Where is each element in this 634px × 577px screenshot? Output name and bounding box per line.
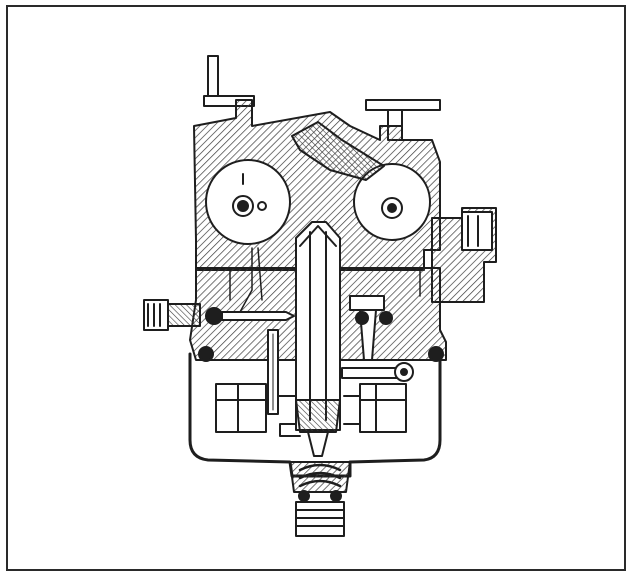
choke-valve bbox=[353, 163, 431, 241]
venturi-tube bbox=[295, 221, 341, 431]
linkage bbox=[291, 121, 385, 181]
float-needle-valve bbox=[341, 295, 414, 382]
jet-tube-left bbox=[267, 329, 279, 415]
gasket-left bbox=[198, 346, 214, 362]
main-jet bbox=[295, 399, 341, 457]
bowl-drain-screw bbox=[289, 461, 351, 537]
fuel-inlet bbox=[431, 207, 497, 303]
float-left bbox=[215, 383, 301, 437]
throttle-valve bbox=[205, 159, 291, 245]
fuel-passages bbox=[229, 247, 421, 313]
idle-mixture-screw bbox=[143, 299, 295, 331]
throttle-lever bbox=[203, 55, 255, 107]
float-right bbox=[343, 383, 407, 433]
